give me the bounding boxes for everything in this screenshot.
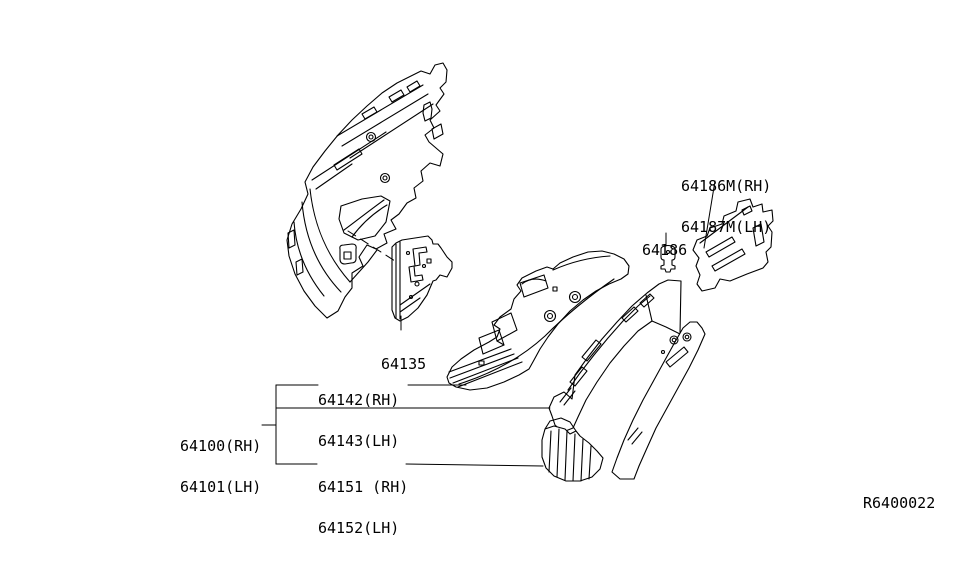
hoodledge-reinforce-upper-drawing	[446, 250, 630, 391]
part-number-64186: 64186	[642, 241, 688, 259]
bracket-64186m-drawing	[692, 198, 774, 292]
grommet-64186-drawing	[660, 244, 676, 273]
wheelhouse-assembly-drawing	[286, 62, 448, 319]
part-number-64135: 64135	[381, 355, 427, 373]
label-64135: 64135	[381, 331, 426, 399]
label-64100-64101: 64100(RH) 64101(LH)	[180, 413, 261, 521]
part-number-64187m: 64187M(LH)	[681, 217, 772, 236]
part-number-64151: 64151 (RH)	[318, 478, 409, 496]
label-64186: 64186	[642, 217, 687, 285]
diagram-reference-code: R6400022	[863, 494, 936, 512]
label-64142-64143: 64142(RH) 64143(LH)	[318, 367, 399, 475]
hoodledge-reinforce-lower-drawing	[541, 417, 604, 482]
dashed-leader-64135	[347, 230, 396, 262]
hoodledge-arch-panel-drawing	[548, 279, 706, 480]
label-64151-64152: 64151 (RH) 64152(LH)	[318, 454, 408, 562]
part-number-64100: 64100(RH)	[180, 437, 262, 455]
bracket-64135-drawing	[391, 235, 453, 322]
part-number-64143: 64143(LH)	[318, 431, 400, 450]
leader-lines	[261, 180, 716, 467]
label-64186m-64187m: 64186M(RH) 64187M(LH)	[681, 153, 771, 261]
part-number-64152: 64152(LH)	[318, 518, 400, 537]
part-number-64101: 64101(LH)	[180, 477, 262, 496]
part-number-64186m: 64186M(RH)	[681, 177, 772, 195]
part-number-64142: 64142(RH)	[318, 391, 400, 409]
